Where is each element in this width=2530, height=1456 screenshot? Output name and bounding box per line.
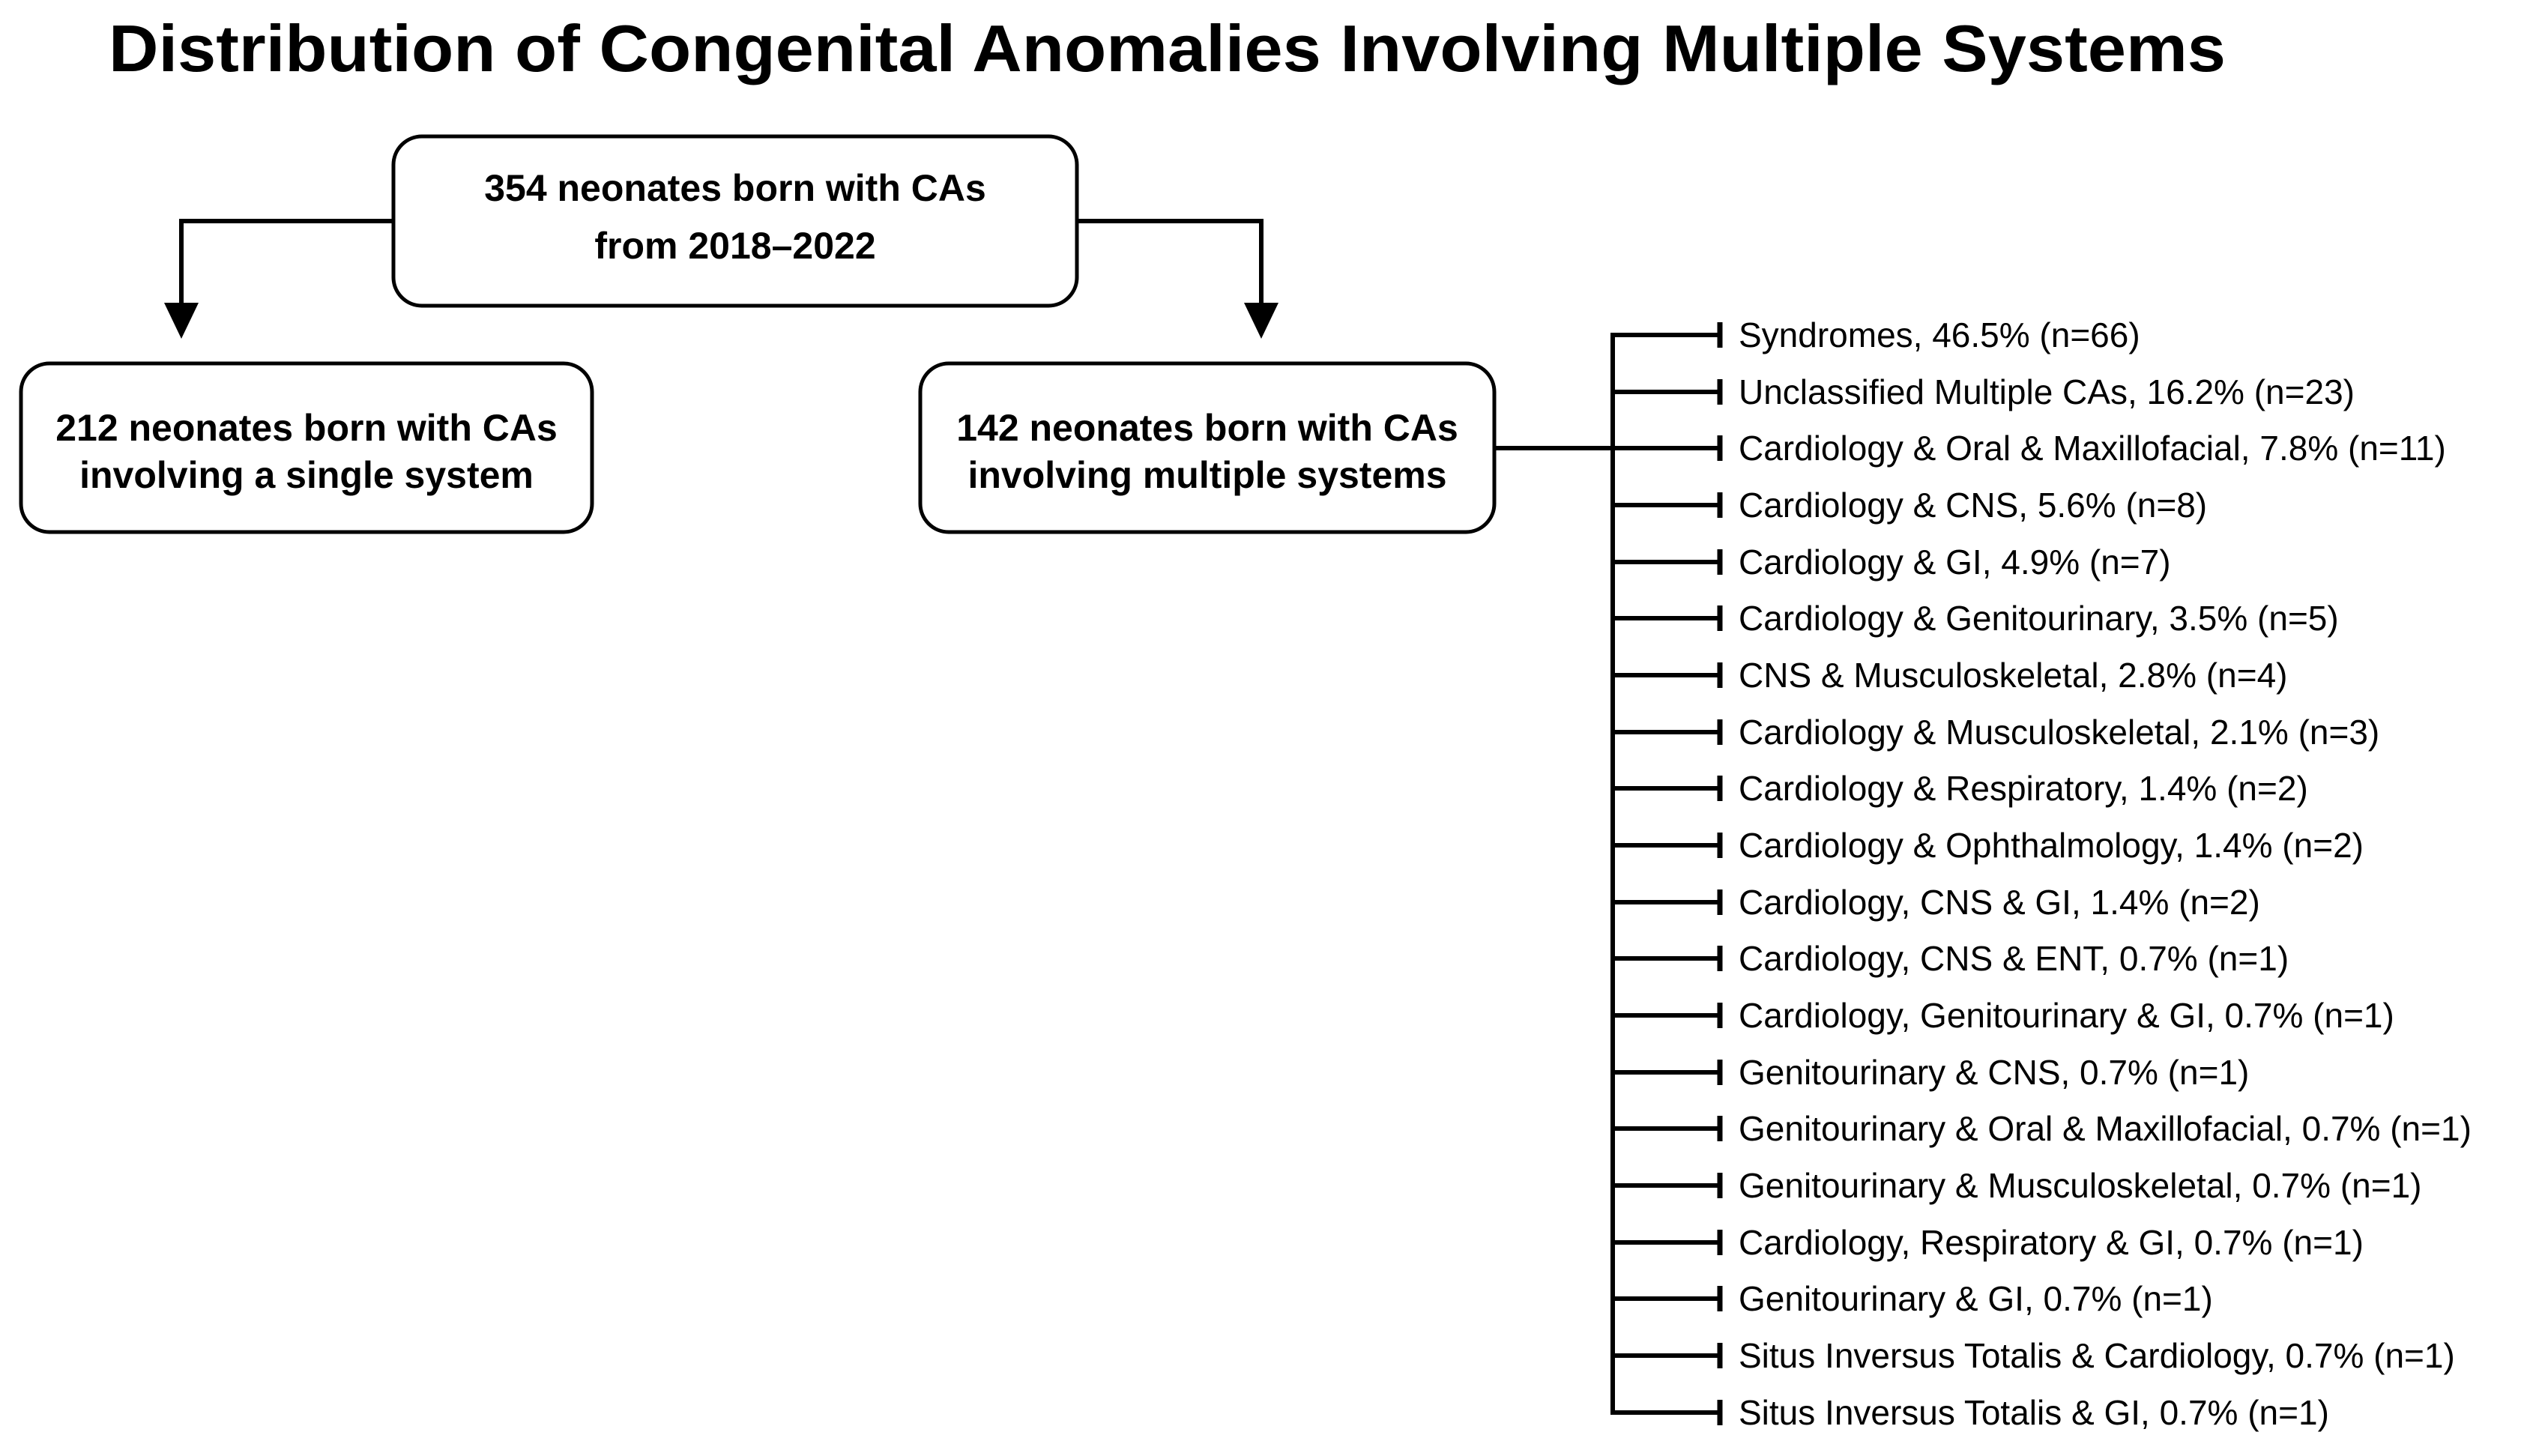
branch-label: Genitourinary & Oral & Maxillofacial, 0.… <box>1739 1109 2472 1148</box>
single-system-node-box <box>19 361 594 534</box>
tree-branch: Syndromes, 46.5% (n=66) <box>1610 315 2140 354</box>
figure-title: Distribution of Congenital Anomalies Inv… <box>109 11 2226 85</box>
tree-branch: Cardiology & Musculoskeletal, 2.1% (n=3) <box>1610 713 2379 752</box>
branch-label: Cardiology & Musculoskeletal, 2.1% (n=3) <box>1739 713 2379 752</box>
branch-label: Situs Inversus Totalis & Cardiology, 0.7… <box>1739 1336 2455 1375</box>
tree-branch: Cardiology & Genitourinary, 3.5% (n=5) <box>1610 599 2339 638</box>
connector-left <box>179 219 393 307</box>
branch-label: Cardiology & CNS, 5.6% (n=8) <box>1739 486 2207 525</box>
single-system-line1: 212 neonates born with CAs <box>55 407 558 449</box>
tree-branch: Genitourinary & Musculoskeletal, 0.7% (n… <box>1610 1166 2422 1205</box>
branch-label: Cardiology, Respiratory & GI, 0.7% (n=1) <box>1739 1223 2364 1262</box>
branch-label: CNS & Musculoskeletal, 2.8% (n=4) <box>1739 656 2287 695</box>
branch-label: Situs Inversus Totalis & GI, 0.7% (n=1) <box>1739 1393 2329 1432</box>
tree-branch: Cardiology, Respiratory & GI, 0.7% (n=1) <box>1610 1223 2364 1262</box>
tree-branch: Genitourinary & Oral & Maxillofacial, 0.… <box>1610 1109 2472 1148</box>
tree-branch: Situs Inversus Totalis & GI, 0.7% (n=1) <box>1610 1393 2329 1432</box>
multiple-systems-line1: 142 neonates born with CAs <box>956 407 1458 449</box>
branch-label: Cardiology & Genitourinary, 3.5% (n=5) <box>1739 599 2339 638</box>
branch-label: Genitourinary & Musculoskeletal, 0.7% (n… <box>1739 1166 2422 1205</box>
arrowhead-down-left-icon <box>164 303 199 339</box>
multiple-systems-node: 142 neonates born with CAs involving mul… <box>918 361 1497 534</box>
branch-label: Cardiology & Oral & Maxillofacial, 7.8% … <box>1739 429 2446 468</box>
branch-label: Unclassified Multiple CAs, 16.2% (n=23) <box>1739 372 2355 411</box>
arrowhead-down-right-icon <box>1244 303 1278 339</box>
root-node-line1: 354 neonates born with CAs <box>484 167 986 209</box>
tree-branch: Cardiology & Respiratory, 1.4% (n=2) <box>1610 769 2308 808</box>
branch-label: Syndromes, 46.5% (n=66) <box>1739 315 2140 354</box>
connector-right <box>1077 219 1264 307</box>
branch-label: Cardiology & Ophthalmology, 1.4% (n=2) <box>1739 826 2364 865</box>
root-node: 354 neonates born with CAs from 2018–202… <box>391 134 1079 308</box>
tree-branch: Cardiology & GI, 4.9% (n=7) <box>1610 543 2171 582</box>
single-system-node: 212 neonates born with CAs involving a s… <box>19 361 594 534</box>
single-system-line2: involving a single system <box>79 454 534 496</box>
tree-branch: Cardiology, Genitourinary & GI, 0.7% (n=… <box>1610 996 2394 1035</box>
tree-branch: Genitourinary & GI, 0.7% (n=1) <box>1610 1279 2213 1318</box>
tree-branch: Cardiology & Ophthalmology, 1.4% (n=2) <box>1610 826 2364 865</box>
tree-branch: Cardiology & Oral & Maxillofacial, 7.8% … <box>1610 429 2446 468</box>
branch-label: Genitourinary & GI, 0.7% (n=1) <box>1739 1279 2213 1318</box>
tree-branch: Cardiology, CNS & GI, 1.4% (n=2) <box>1610 883 2260 922</box>
branch-label: Genitourinary & CNS, 0.7% (n=1) <box>1739 1053 2249 1092</box>
branch-label: Cardiology, Genitourinary & GI, 0.7% (n=… <box>1739 996 2394 1035</box>
multiple-systems-line2: involving multiple systems <box>967 454 1446 496</box>
tree-branch: CNS & Musculoskeletal, 2.8% (n=4) <box>1610 656 2287 695</box>
tree-branch: Genitourinary & CNS, 0.7% (n=1) <box>1610 1053 2249 1092</box>
branch-label: Cardiology, CNS & ENT, 0.7% (n=1) <box>1739 939 2289 978</box>
root-node-box <box>391 134 1079 308</box>
tree-branch: Situs Inversus Totalis & Cardiology, 0.7… <box>1610 1336 2455 1375</box>
branch-label: Cardiology & Respiratory, 1.4% (n=2) <box>1739 769 2308 808</box>
branch-label: Cardiology, CNS & GI, 1.4% (n=2) <box>1739 883 2260 922</box>
tree-branch: Unclassified Multiple CAs, 16.2% (n=23) <box>1610 372 2355 411</box>
branch-label: Cardiology & GI, 4.9% (n=7) <box>1739 543 2171 582</box>
root-node-line2: from 2018–2022 <box>594 225 875 267</box>
tree-branch: Cardiology & CNS, 5.6% (n=8) <box>1610 486 2207 525</box>
tree-branch: Cardiology, CNS & ENT, 0.7% (n=1) <box>1610 939 2289 978</box>
